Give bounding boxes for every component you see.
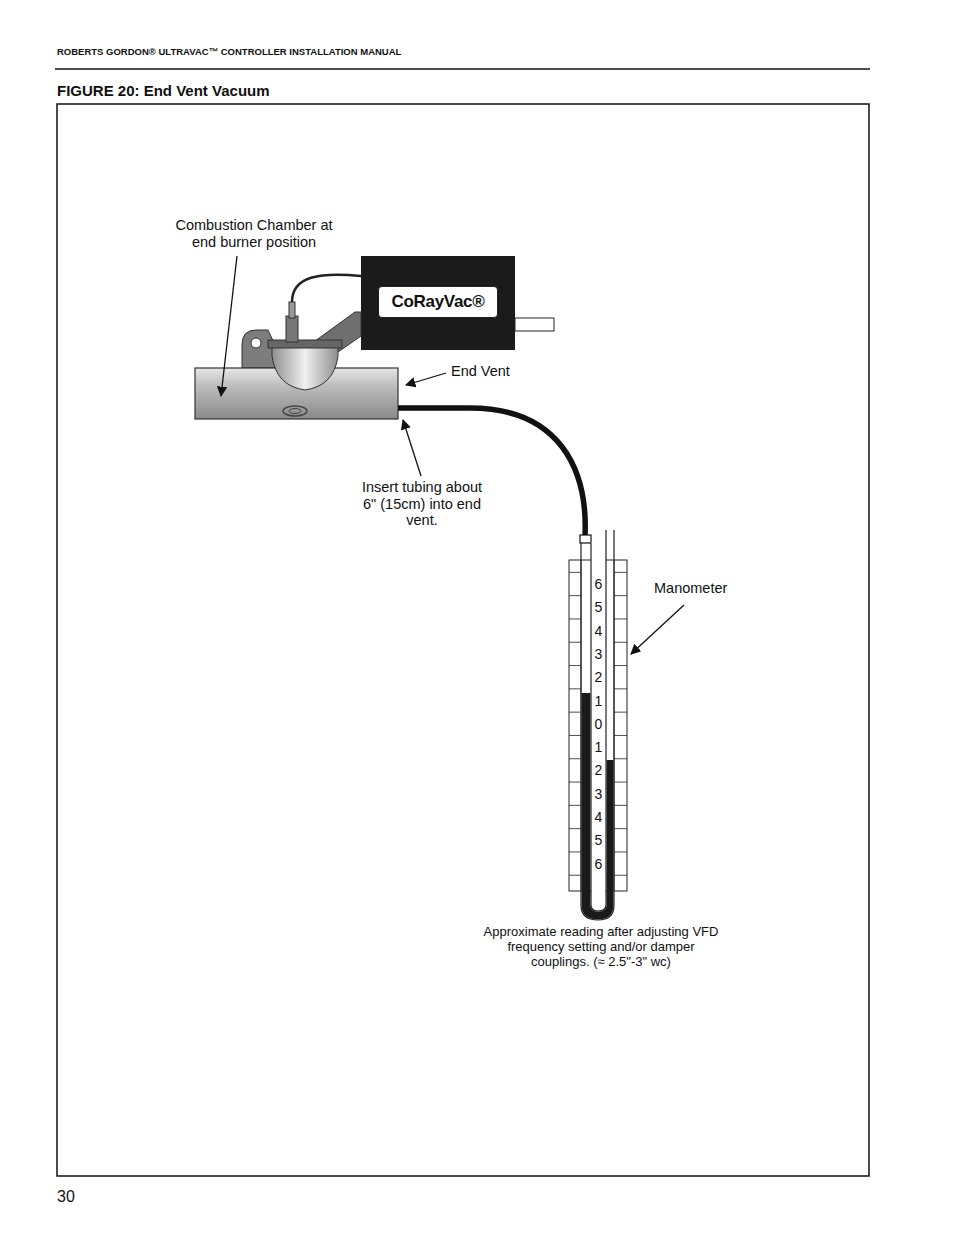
bracket-hole bbox=[251, 338, 261, 348]
u-tube-outer bbox=[581, 530, 614, 920]
tee-flange bbox=[268, 340, 342, 348]
bracket bbox=[242, 330, 275, 368]
callout-label: Manometer bbox=[654, 580, 727, 597]
grid-line bbox=[614, 572, 627, 573]
grid-line bbox=[569, 851, 581, 852]
grid-line bbox=[569, 688, 581, 689]
sight-port bbox=[283, 406, 307, 416]
grid-line bbox=[569, 805, 581, 806]
leader-line bbox=[631, 605, 684, 654]
grid-line bbox=[614, 642, 627, 643]
grid-line bbox=[569, 618, 581, 619]
sensor-tip bbox=[289, 302, 295, 318]
leader-line bbox=[221, 256, 237, 396]
grid-line bbox=[569, 735, 581, 736]
note-text: Approximate reading after adjusting VFD … bbox=[483, 925, 719, 970]
grid-line bbox=[614, 805, 627, 806]
grid-line bbox=[614, 828, 627, 829]
grid-line bbox=[569, 875, 581, 876]
header-rule bbox=[55, 68, 870, 70]
figure-title: FIGURE 20: End Vent Vacuum bbox=[57, 82, 270, 99]
scale-number: 1 bbox=[592, 739, 606, 755]
grid-line bbox=[614, 618, 627, 619]
grid-line bbox=[569, 572, 581, 573]
grid-line bbox=[614, 665, 627, 666]
scale-number: 6 bbox=[592, 856, 606, 872]
callout-label: Insert tubing about 6" (15cm) into end v… bbox=[361, 479, 483, 529]
grid-line bbox=[569, 758, 581, 759]
sensor-probe bbox=[286, 316, 298, 342]
grid-line bbox=[614, 782, 627, 783]
grid-line bbox=[569, 595, 581, 596]
motor-shaft bbox=[515, 318, 554, 331]
grid-line bbox=[569, 665, 581, 666]
grid-line bbox=[569, 782, 581, 783]
grid-line bbox=[614, 875, 627, 876]
scale-number: 5 bbox=[592, 832, 606, 848]
grid-line bbox=[614, 688, 627, 689]
scale-number: 6 bbox=[592, 576, 606, 592]
manometer-fluid bbox=[582, 693, 614, 919]
sight-port-inner bbox=[289, 409, 301, 414]
leader-line bbox=[403, 420, 421, 476]
page-number: 30 bbox=[57, 1188, 75, 1206]
grid-line bbox=[614, 851, 627, 852]
scale-number: 5 bbox=[592, 599, 606, 615]
logo-text: CoRayVac® bbox=[392, 292, 485, 312]
scale-number: 3 bbox=[592, 786, 606, 802]
grid-line bbox=[569, 828, 581, 829]
u-tube-inner bbox=[591, 530, 606, 911]
tube-fitting bbox=[580, 535, 591, 543]
sensor-wire bbox=[292, 275, 361, 302]
scale-number: 1 bbox=[592, 693, 606, 709]
logo-plate: CoRayVac® bbox=[378, 286, 498, 318]
scale-number: 4 bbox=[592, 623, 606, 639]
running-header: ROBERTS GORDON® ULTRAVAC™ CONTROLLER INS… bbox=[57, 47, 401, 58]
grid-line bbox=[614, 735, 627, 736]
callout-label: Combustion Chamber at end burner positio… bbox=[174, 217, 334, 250]
scale-number: 4 bbox=[592, 809, 606, 825]
leader-line bbox=[406, 373, 446, 385]
grid-line bbox=[569, 642, 581, 643]
scale-number: 2 bbox=[592, 762, 606, 778]
grid-line bbox=[614, 758, 627, 759]
burner-tee bbox=[272, 346, 338, 390]
scale-number: 0 bbox=[592, 716, 606, 732]
manometer-scale bbox=[569, 560, 627, 891]
figure-frame bbox=[57, 104, 869, 1176]
callout-label: End Vent bbox=[451, 363, 510, 380]
scale-number: 3 bbox=[592, 646, 606, 662]
grid-line bbox=[569, 712, 581, 713]
grid-line bbox=[614, 595, 627, 596]
scale-number: 2 bbox=[592, 669, 606, 685]
controller-housing bbox=[361, 256, 515, 350]
grid-line bbox=[614, 712, 627, 713]
